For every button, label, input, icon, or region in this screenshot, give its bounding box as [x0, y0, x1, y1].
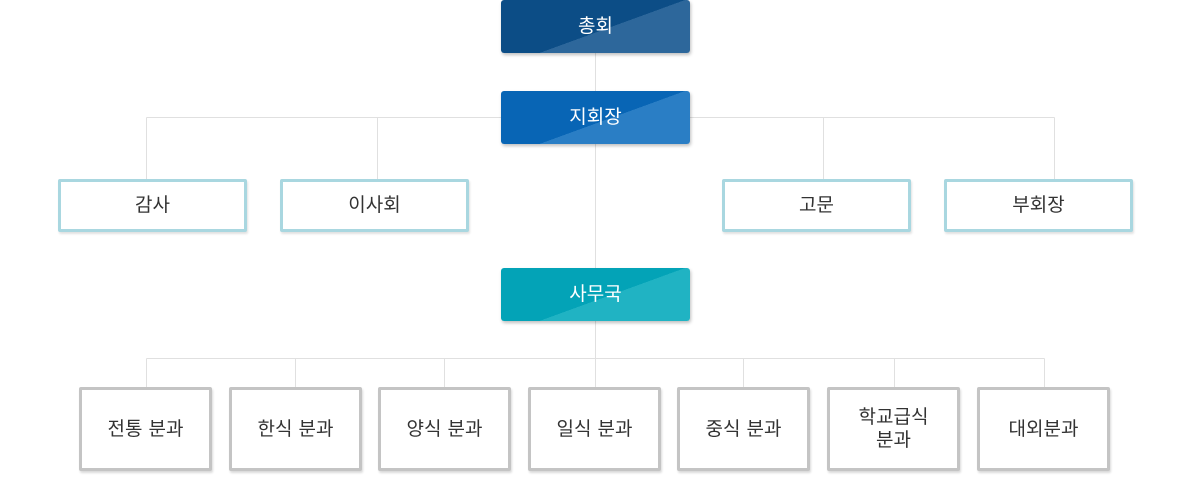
division-chinese: 중식 분과	[677, 387, 810, 471]
chapter-head-label: 지회장	[569, 106, 622, 129]
board-of-directors-label: 이사회	[348, 194, 401, 217]
division-western: 양식 분과	[378, 387, 511, 471]
general-assembly-label: 총회	[578, 15, 613, 38]
division-external-affairs: 대외분과	[977, 387, 1110, 471]
division-label: 일식 분과	[556, 417, 633, 440]
general-assembly-box: 총회	[501, 0, 690, 53]
division-label: 학교급식 분과	[858, 406, 929, 451]
board-of-directors-box: 이사회	[280, 179, 469, 232]
division-traditional: 전통 분과	[79, 387, 212, 471]
vice-president-box: 부회장	[944, 179, 1133, 232]
advisor-label: 고문	[799, 194, 834, 217]
division-label: 양식 분과	[406, 417, 483, 440]
division-label: 중식 분과	[705, 417, 782, 440]
auditor-label: 감사	[135, 194, 170, 217]
chapter-head-box: 지회장	[501, 91, 690, 144]
division-label: 전통 분과	[107, 417, 184, 440]
secretariat-label: 사무국	[569, 283, 622, 306]
secretariat-box: 사무국	[501, 268, 690, 321]
vice-president-label: 부회장	[1012, 194, 1065, 217]
auditor-box: 감사	[58, 179, 247, 232]
division-label: 한식 분과	[257, 417, 334, 440]
advisor-box: 고문	[722, 179, 911, 232]
division-japanese: 일식 분과	[528, 387, 661, 471]
division-label: 대외분과	[1008, 417, 1079, 440]
division-korean: 한식 분과	[229, 387, 362, 471]
division-school-meal: 학교급식 분과	[827, 387, 960, 471]
